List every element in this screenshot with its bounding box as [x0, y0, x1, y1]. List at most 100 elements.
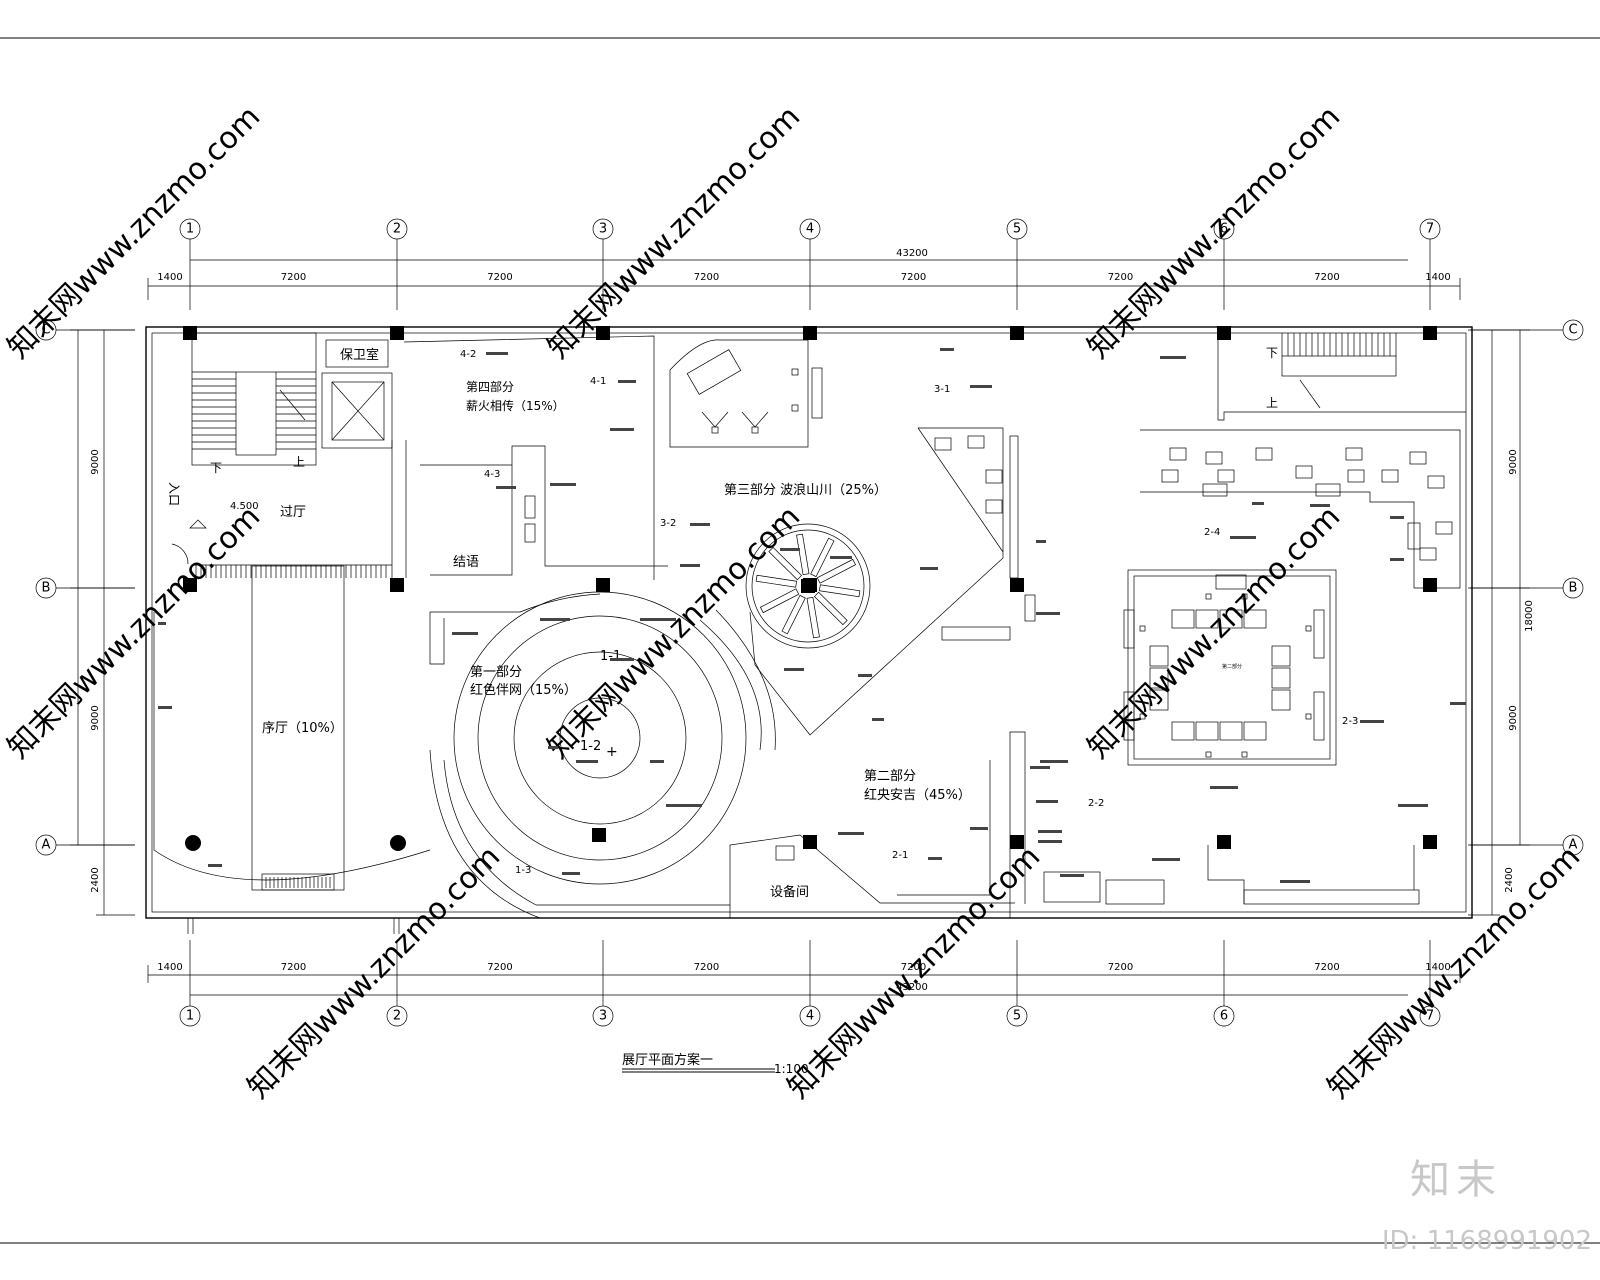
bay-dimension: 7200 [1108, 272, 1133, 283]
stair-left: 下 上 [191, 332, 317, 475]
edge-dimension-bottom-right: 1400 [1425, 962, 1450, 973]
axis-label: A [42, 838, 51, 853]
code-2-3: 2-3 [1342, 716, 1358, 727]
column [1423, 578, 1437, 592]
column [596, 326, 610, 340]
lobby-label: 过厅 [280, 505, 306, 520]
part2-title: 第二部分 [864, 769, 916, 784]
prelude-hall: 序厅（10%） [153, 565, 431, 891]
column [596, 578, 610, 592]
axis-label: 7 [1426, 1009, 1434, 1024]
axis-bubble-5: 5 [1006, 940, 1028, 1027]
edge-dimension-bottom-left: 1400 [157, 962, 182, 973]
right-dimension-group: 9000 18000 9000 2400 [1468, 329, 1535, 916]
dim-right-bottom: 2400 [1504, 867, 1515, 892]
part4-zone: 第四部分 薪火相传（15%） 4-2 4-1 4-3 [403, 335, 668, 580]
overall-dimension-bottom: 43200 [896, 982, 928, 993]
bay-dimension: 7200 [694, 272, 719, 283]
column [1423, 326, 1437, 340]
column [803, 326, 817, 340]
hall-label: 序厅（10%） [262, 721, 343, 736]
axis-bubble-5: 5 [1006, 218, 1028, 310]
structural-columns [183, 326, 1437, 849]
axis-bubble-B: B [35, 577, 135, 599]
axis-label: 1 [186, 222, 194, 237]
axis-bubble-3: 3 [592, 940, 614, 1027]
elevation-label: 4.500 [230, 501, 259, 512]
axis-bubble-A: A [35, 834, 135, 856]
axis-label: 3 [599, 1009, 607, 1024]
watermark-text: 知末网www.znzmo.com [541, 99, 807, 365]
axis-label: B [42, 581, 51, 596]
column [1010, 578, 1024, 592]
axis-bubble-7: 7 [1419, 940, 1441, 1027]
axis-bubble-3: 3 [592, 218, 614, 310]
part2-zone: 第二部分 红央安吉（45%） 2-1 2-2 2-3 2-4 第二部分 [864, 429, 1461, 918]
part3-zone: 第三部分 波浪山川（25%） 3-2 3-1 [660, 339, 1036, 736]
stair-up-label: 上 [293, 455, 305, 469]
axis-label: 5 [1013, 1009, 1021, 1024]
watermark-text: 知末网www.znzmo.com [1, 499, 267, 765]
column [803, 578, 817, 592]
column [1010, 326, 1024, 340]
column [803, 835, 817, 849]
code-2-1: 2-1 [892, 850, 908, 861]
center-mark-icon: + [606, 744, 618, 760]
axis-bubble-4: 4 [799, 940, 821, 1027]
code-4-1: 4-1 [590, 376, 606, 387]
stair-right-down-label: 下 [1266, 346, 1278, 360]
watermark-brand: 知末 [1410, 1157, 1502, 1203]
dim-right-lower: 9000 [1508, 705, 1519, 730]
code-1-1: 1-1 [600, 649, 621, 664]
watermark-text: 知末网www.znzmo.com [1081, 499, 1347, 765]
annotation-marks [158, 348, 1466, 883]
axis-label: 6 [1220, 1009, 1228, 1024]
column [1010, 835, 1024, 849]
bay-dimension: 7200 [1314, 962, 1339, 973]
watermark-text: 知末网www.znzmo.com [1081, 99, 1347, 365]
overall-dimension-top: 43200 [896, 248, 928, 259]
column [183, 578, 197, 592]
bay-dimension: 7200 [1314, 272, 1339, 283]
part4-subtitle: 薪火相传（15%） [466, 398, 565, 413]
drawing-title: 展厅平面方案一 [622, 1052, 713, 1068]
stair-right: 下 上 [1217, 333, 1466, 421]
axis-label: 3 [599, 222, 607, 237]
column [390, 578, 404, 592]
code-1-3: 1-3 [515, 865, 531, 876]
column [1423, 835, 1437, 849]
code-3-2: 3-2 [660, 518, 676, 529]
dim-left-bottom: 2400 [90, 867, 101, 892]
bay-dimension: 7200 [487, 272, 512, 283]
axis-label: 7 [1426, 222, 1434, 237]
top-dimension-group: 43200 1400 1400 [147, 248, 1461, 300]
code-1-2: 1-2 [580, 739, 601, 754]
axis-label: B [1569, 581, 1578, 596]
equipment-room: 设备间 [729, 834, 1015, 918]
axis-bubble-6: 6 [1213, 218, 1235, 310]
bay-dimension: 7200 [901, 962, 926, 973]
equipment-room-label: 设备间 [770, 884, 809, 900]
bay-dimension: 7200 [901, 272, 926, 283]
axis-bubble-C: C [1470, 319, 1584, 341]
axis-bubble-1: 1 [179, 218, 201, 310]
watermark-layer: 知末网www.znzmo.com 知末网www.znzmo.com 知末网www… [1, 99, 1587, 1105]
part3-title: 第三部分 波浪山川（25%） [724, 483, 887, 498]
axis-label: 2 [393, 1009, 401, 1024]
meeting-label: 第二部分 [1222, 663, 1242, 670]
code-2-4: 2-4 [1204, 527, 1220, 538]
bay-dimension: 7200 [281, 272, 306, 283]
part1-title: 第一部分 [470, 665, 522, 680]
column [1217, 835, 1231, 849]
axis-bubble-2: 2 [386, 940, 408, 1027]
part1-zone: 第一部分 红色伴网（15%） 1-1 1-2 1-3 + [429, 591, 776, 919]
bay-dimension: 7200 [281, 962, 306, 973]
bay-dimension: 7200 [487, 962, 512, 973]
stair-right-up-label: 上 [1266, 396, 1278, 410]
dim-left-lower: 9000 [90, 705, 101, 730]
axis-bubble-A: A [1470, 834, 1584, 856]
axis-bubble-7: 7 [1419, 218, 1441, 310]
axis-bubble-C: C [35, 319, 135, 341]
axis-bubble-2: 2 [386, 218, 408, 310]
